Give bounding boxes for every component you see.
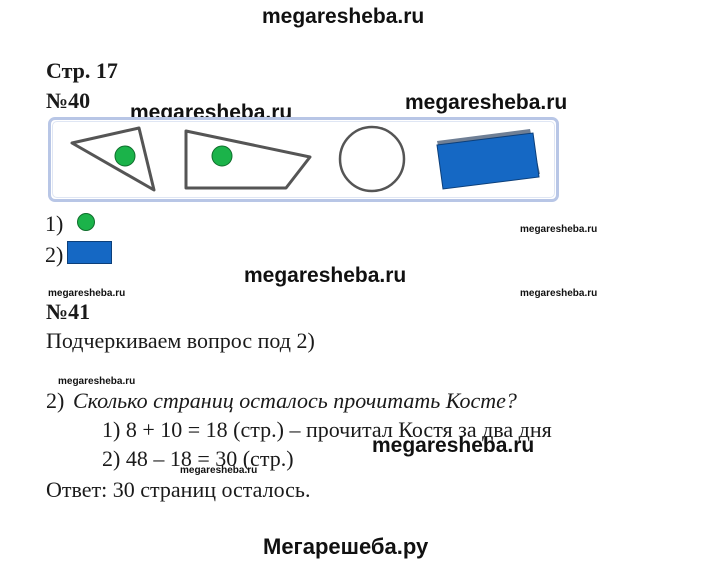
blue-rectangle-shape: [436, 132, 540, 190]
solution-step-1: 1) 8 + 10 = 18 (стр.) – прочитал Костя з…: [102, 417, 552, 442]
watermark-small-right-1: megaresheba.ru: [520, 224, 598, 235]
watermark-small-left-2: megaresheba.ru: [48, 288, 126, 299]
question-text: Сколько страниц осталось прочитать Косте…: [73, 388, 517, 413]
watermark-small-inline: megaresheba.ru: [180, 465, 258, 476]
question-number: 2): [46, 388, 65, 413]
task-41-intro: Подчеркиваем вопрос под 2): [46, 328, 315, 353]
task-40-number: №40: [46, 88, 91, 113]
answer-2-label: 2): [45, 242, 64, 267]
final-answer: Ответ: 30 страниц осталось.: [46, 477, 311, 502]
answer-1-label: 1): [45, 211, 64, 236]
watermark-bottom: Мегарешеба.ру: [263, 534, 429, 559]
watermark-small-left-3: megaresheba.ru: [58, 376, 136, 387]
watermark-small-right-2: megaresheba.ru: [520, 288, 598, 299]
page-number: Стр. 17: [46, 58, 118, 83]
trapezoid-shape: [184, 129, 312, 190]
green-circle-icon: [77, 213, 95, 231]
watermark-shapes-right: megaresheba.ru: [405, 91, 568, 114]
solution-step-2: 2) 48 – 18 = 30 (стр.): [102, 446, 294, 471]
watermark-mid-right: megaresheba.ru: [372, 434, 535, 457]
green-dot-in-triangle: [114, 145, 136, 167]
watermark-top: megaresheba.ru: [262, 5, 425, 28]
watermark-middle: megaresheba.ru: [244, 264, 407, 287]
blue-rectangle-icon: [67, 241, 112, 264]
green-dot-in-trapezoid: [211, 145, 233, 167]
triangle-shape: [70, 126, 156, 192]
circle-shape: [338, 125, 406, 193]
task-41-number: №41: [46, 299, 91, 324]
